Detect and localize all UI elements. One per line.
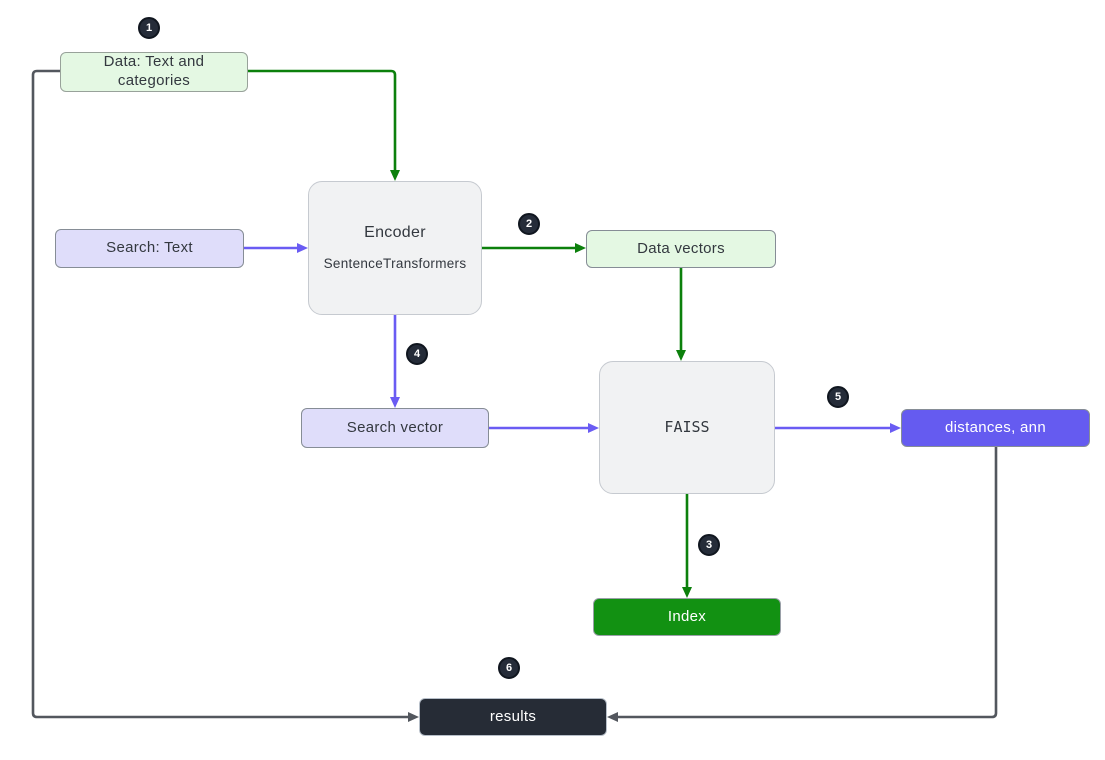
node-encoder: Encoder SentenceTransformers: [308, 181, 482, 315]
edge-faiss-to-index-arrowhead: [682, 587, 692, 598]
node-index: Index: [593, 598, 781, 636]
node-search-vector: Search vector: [301, 408, 489, 448]
step-badge-6: 6: [498, 657, 520, 679]
node-data-vectors: Data vectors: [586, 230, 776, 268]
step-badge-3: 3: [698, 534, 720, 556]
node-index-label: Index: [667, 607, 707, 625]
node-search-vector-label: Search vector: [346, 418, 444, 436]
node-data-vectors-label: Data vectors: [637, 239, 725, 257]
edge-encoder-to-searchvector-arrowhead: [390, 397, 400, 408]
edge-search-to-encoder-arrowhead: [297, 243, 308, 253]
node-results-label: results: [489, 707, 537, 725]
edge-data-to-results-arrowhead: [408, 712, 419, 722]
node-data-text-and-categories: Data: Text and categories: [60, 52, 248, 92]
edge-distances-to-results-arrowhead: [607, 712, 618, 722]
edge-encoder-to-datavectors-arrowhead: [575, 243, 586, 253]
node-faiss-label: FAISS: [664, 418, 710, 437]
step-badge-2: 2: [518, 213, 540, 235]
node-search-text: Search: Text: [55, 229, 244, 268]
edge-data-to-results: [31, 69, 408, 719]
edge-data-to-encoder-arrowhead: [390, 170, 400, 181]
edge-faiss-to-distances-arrowhead: [890, 423, 901, 433]
node-distances-ann-label: distances, ann: [945, 418, 1046, 436]
node-encoder-subtitle: SentenceTransformers: [323, 256, 467, 272]
node-data-text-and-categories-label: Data: Text and categories: [103, 53, 205, 89]
node-encoder-title: Encoder: [364, 224, 426, 242]
step-badge-5: 5: [827, 386, 849, 408]
edge-datavectors-to-faiss-arrowhead: [676, 350, 686, 361]
step-badge-4: 4: [406, 343, 428, 365]
node-distances-ann: distances, ann: [901, 409, 1090, 447]
step-badge-1: 1: [138, 17, 160, 39]
node-results: results: [419, 698, 607, 736]
node-search-text-label: Search: Text: [106, 239, 193, 257]
edge-data-to-encoder: [248, 69, 397, 170]
node-faiss: FAISS: [599, 361, 775, 494]
edge-searchvector-to-faiss-arrowhead: [588, 423, 599, 433]
edge-distances-to-results: [618, 447, 998, 719]
